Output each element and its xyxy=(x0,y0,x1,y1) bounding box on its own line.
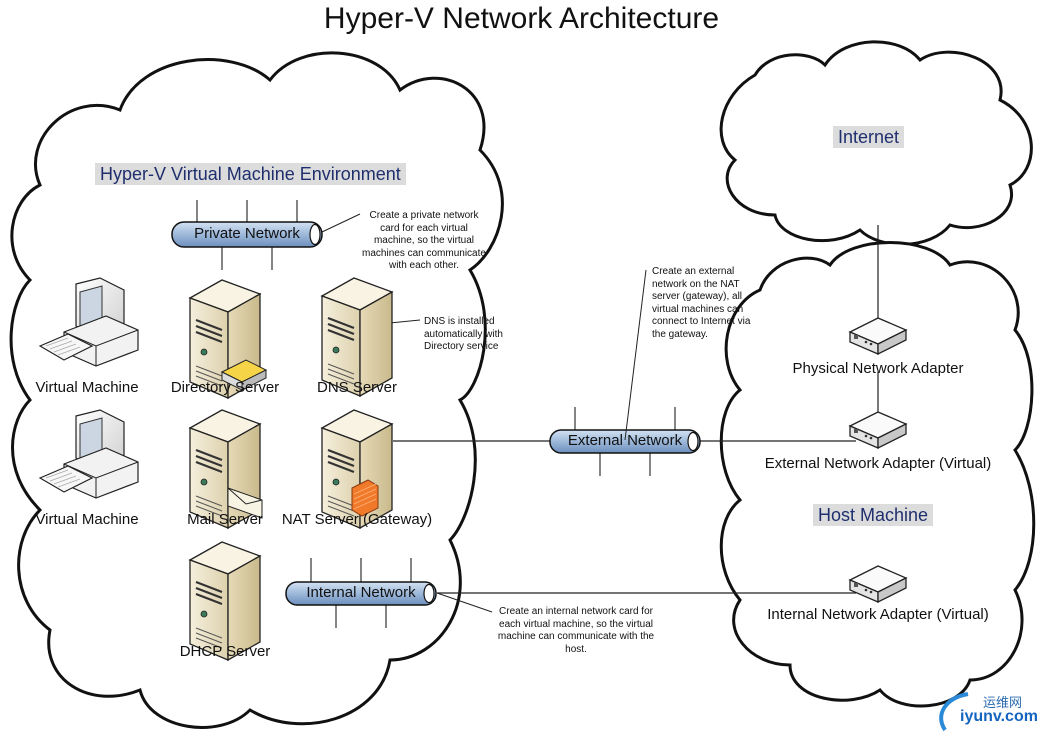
internal-network-stubs xyxy=(310,558,412,628)
external-adapter-label: External Network Adapter (Virtual) xyxy=(764,455,992,472)
watermark-cn: 运维网 xyxy=(983,695,1023,710)
private-network-bus xyxy=(171,221,323,248)
firewall-icon xyxy=(351,479,379,517)
watermark-logo-icon xyxy=(939,692,969,732)
private-network-stubs xyxy=(196,200,298,270)
watermark-en: iyunv.com xyxy=(960,708,1038,725)
internal-note-leader xyxy=(436,592,493,613)
dns-note: DNS is installed automatically with Dire… xyxy=(424,316,503,352)
diagram-title: Hyper-V Network Architecture xyxy=(323,2,720,35)
dns-server-label: DNS Server xyxy=(316,379,398,396)
private-network-note: Create a private network card for each v… xyxy=(362,210,486,271)
external-network-stubs xyxy=(574,407,676,476)
internal-network-bus xyxy=(285,581,437,606)
host-machine-label: Host Machine xyxy=(813,504,934,526)
external-note-leader xyxy=(624,269,647,441)
mail-server-label: Mail Server xyxy=(187,511,263,528)
internet-label: Internet xyxy=(833,126,905,148)
private-note-leader xyxy=(321,213,361,233)
vm-environment-label: Hyper-V Virtual Machine Environment xyxy=(95,163,406,185)
nat-server-label: NAT Server (Gateway) xyxy=(281,511,433,528)
envelope-icon xyxy=(227,487,263,519)
directory-book-icon xyxy=(220,359,268,391)
external-network-label: External Network xyxy=(567,432,683,449)
internal-adapter-label: Internal Network Adapter (Virtual) xyxy=(767,606,989,623)
external-network-note: Create an external network on the NAT se… xyxy=(652,266,751,340)
directory-server-label: Directory Server xyxy=(170,379,280,396)
virtual-machine-2-label: Virtual Machine xyxy=(35,511,139,528)
vm-environment-cloud xyxy=(9,51,504,729)
internal-network-note: Create an internal network card for each… xyxy=(497,606,655,655)
virtual-machine-1-label: Virtual Machine xyxy=(35,379,139,396)
internal-network-label: Internal Network xyxy=(306,584,416,601)
host-machine-cloud xyxy=(719,241,1036,708)
physical-adapter-label: Physical Network Adapter xyxy=(792,360,964,377)
external-network-bus xyxy=(549,429,701,454)
private-network-label: Private Network xyxy=(194,225,300,242)
dhcp-server-label: DHCP Server xyxy=(179,643,271,660)
